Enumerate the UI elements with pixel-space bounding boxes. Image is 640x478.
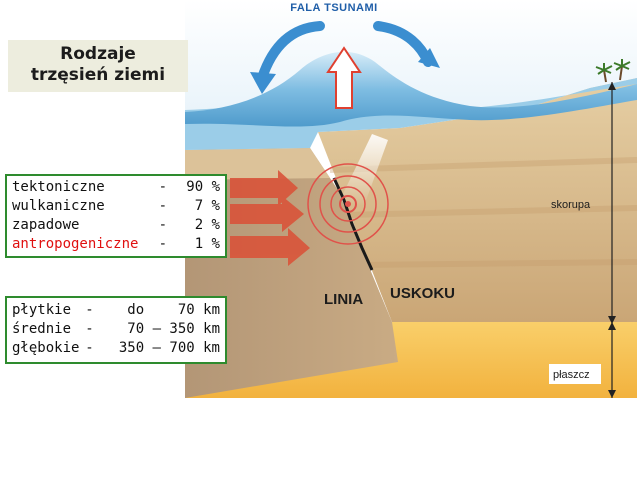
scale-arrow-mid-up (608, 322, 616, 330)
type-percent: 2 % (194, 217, 220, 233)
scale-arrow-mid-down (608, 316, 616, 324)
epicenter-ring (339, 195, 357, 213)
tsunami-label: FALA TSUNAMI (290, 2, 377, 14)
type-row: tektoniczne - 90 % (12, 178, 220, 197)
type-row: zapadowe - 2 % (12, 216, 220, 235)
red-arrow (230, 170, 298, 206)
type-dash: - (158, 236, 168, 252)
epicenter-ring (319, 175, 377, 233)
depth-name: średnie (12, 321, 72, 337)
depth-name: głębokie (12, 340, 80, 356)
depth-dash: - (85, 340, 94, 356)
type-name: wulkaniczne (12, 198, 105, 214)
fault-block-left-top (185, 148, 330, 180)
crust-label: skorupa (551, 199, 591, 211)
fault-line (332, 177, 374, 271)
type-dash: - (158, 179, 168, 195)
depth-row: średnie- 70 – 350 km (12, 320, 220, 339)
depth-dash: - (85, 321, 94, 337)
red-arrow (230, 196, 304, 232)
depth-row: głębokie- 350 – 700 km (12, 339, 220, 358)
type-dash: - (158, 198, 168, 214)
depth-classes-box: płytkie-do 70 km średnie-70 – 350 km głę… (5, 296, 227, 364)
earthquake-types-box: tektoniczne - 90 % wulkaniczne - 7 % zapadow… (5, 174, 227, 258)
epicenter-ring (307, 163, 389, 245)
mantle-label-bg (549, 364, 601, 384)
type-percent: 90 % (186, 179, 220, 195)
red-arrows (230, 170, 310, 266)
depth-dash: - (85, 302, 94, 318)
sea-right (318, 78, 637, 132)
wave-arrow-left (257, 21, 325, 83)
palm-icon (595, 59, 631, 83)
type-row: antropogeniczne - 1 % (12, 235, 220, 254)
tsunami-wave (185, 51, 637, 127)
scale-arrow-top (608, 82, 616, 90)
depth-range: 350 – 700 km (118, 340, 220, 356)
depth-name: płytkie (12, 302, 72, 318)
epicenter-ring (330, 186, 366, 222)
type-name: antropogeniczne (12, 236, 139, 252)
red-arrow (230, 228, 310, 266)
type-name: zapadowe (12, 217, 80, 233)
depth-range: do 70 km (127, 302, 220, 318)
crust-strata (329, 157, 638, 268)
crust-layer (318, 78, 637, 322)
epicenter-dot (345, 201, 351, 207)
depth-row: płytkie- do 70 km (12, 301, 220, 320)
type-percent: 7 % (194, 198, 220, 214)
type-name: tektoniczne (12, 179, 105, 195)
mantle-label: płaszcz (553, 369, 590, 381)
scale-arrow-bottom (608, 390, 616, 398)
type-percent: 1 % (194, 236, 220, 252)
type-row: wulkaniczne - 7 % (12, 197, 220, 216)
fault-label-1: LINIA (324, 291, 363, 308)
type-dash: - (158, 217, 168, 233)
up-arrow (326, 46, 362, 109)
title-box: Rodzaje trzęsień ziemi (8, 40, 188, 92)
wave-arrow-left-head (250, 72, 276, 94)
fault-label-2: USKOKU (390, 285, 455, 302)
wave-arrow-right-head (418, 48, 440, 68)
title-line-2: trzęsień ziemi (30, 65, 166, 85)
depth-range: 70 – 350 km (127, 321, 220, 337)
title-line-1: Rodzaje (60, 44, 136, 64)
